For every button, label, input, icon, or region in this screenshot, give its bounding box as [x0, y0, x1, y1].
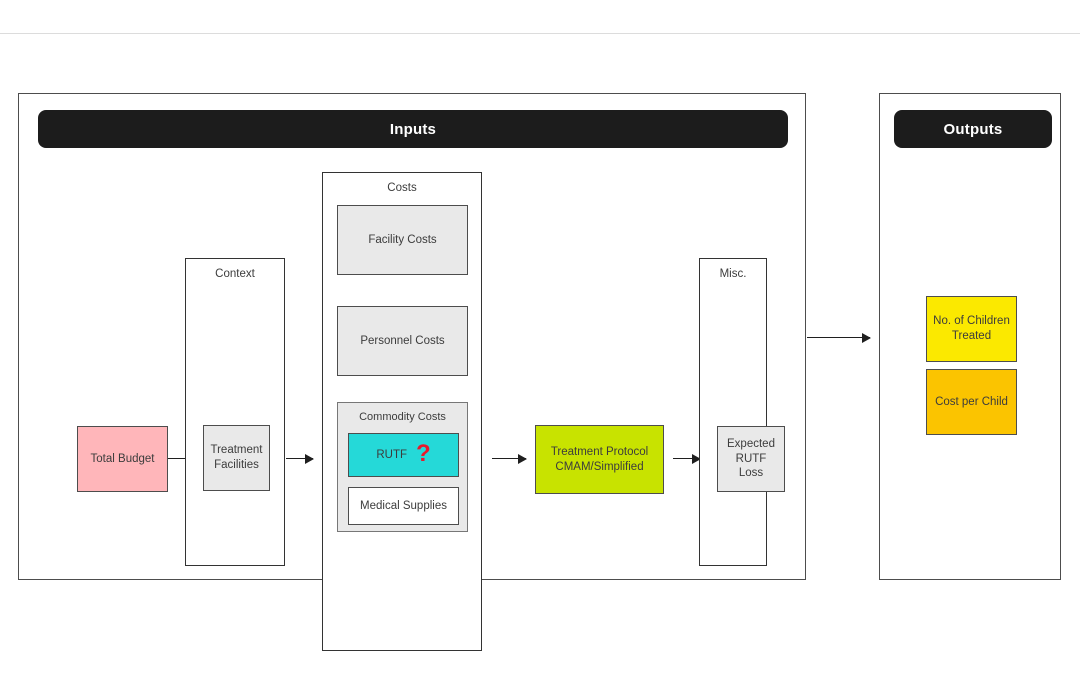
node-total-budget[interactable]: Total Budget [77, 426, 168, 492]
node-treatment-facilities[interactable]: Treatment Facilities [203, 425, 270, 491]
node-children-treated[interactable]: No. of Children Treated [926, 296, 1017, 362]
node-rutf-label: RUTF [376, 448, 407, 461]
arrow-protocol-to-misc [673, 458, 700, 460]
node-facility-costs-label: Facility Costs [368, 233, 437, 246]
node-cost-per-child[interactable]: Cost per Child [926, 369, 1017, 435]
arrow-inputs-to-outputs [807, 337, 870, 339]
node-treatment-facilities-label: Treatment Facilities [210, 444, 263, 471]
group-context-title: Context [215, 268, 255, 280]
node-personnel-costs[interactable]: Personnel Costs [337, 306, 468, 376]
node-medical-supplies[interactable]: Medical Supplies [348, 487, 459, 525]
node-treatment-protocol[interactable]: Treatment Protocol CMAM/Simplified [535, 425, 664, 494]
question-mark-icon: ? [416, 440, 431, 467]
group-context: Context Treatment Facilities [185, 258, 285, 566]
node-expected-rutf-loss[interactable]: Expected RUTF Loss [717, 426, 785, 492]
top-divider [0, 33, 1080, 34]
group-misc-title: Misc. [719, 268, 747, 280]
node-children-treated-label: No. of Children Treated [933, 315, 1010, 342]
group-misc: Misc. Expected RUTF Loss [699, 258, 785, 566]
subgroup-commodity-costs-title: Commodity Costs [359, 411, 446, 423]
node-expected-rutf-loss-label: Expected RUTF Loss [727, 437, 775, 480]
arrow-context-to-costs [286, 458, 313, 460]
node-cost-per-child-label: Cost per Child [935, 395, 1008, 408]
group-costs-title: Costs [387, 182, 417, 194]
outputs-panel: Outputs No. of Children Treated Cost per… [879, 93, 1061, 580]
node-rutf-content: RUTF ? [376, 440, 431, 467]
outputs-header-bar: Outputs [894, 110, 1052, 148]
inputs-panel: Inputs Total Budget Context Treatment Fa… [18, 93, 806, 651]
node-medical-supplies-label: Medical Supplies [360, 499, 447, 512]
group-costs: Costs Facility Costs Personnel Costs Com… [322, 172, 482, 651]
arrow-costs-to-protocol [492, 458, 526, 460]
outputs-header-label: Outputs [943, 120, 1003, 138]
inputs-header-bar: Inputs [38, 110, 788, 148]
node-rutf[interactable]: RUTF ? [348, 433, 459, 477]
subgroup-commodity-costs: Commodity Costs RUTF ? Medical Supplies [337, 402, 468, 532]
node-treatment-protocol-label: Treatment Protocol CMAM/Simplified [550, 445, 649, 473]
node-personnel-costs-label: Personnel Costs [360, 334, 445, 347]
arrow-budget-to-context [168, 458, 194, 460]
node-facility-costs[interactable]: Facility Costs [337, 205, 468, 275]
inputs-header-label: Inputs [389, 120, 437, 138]
node-total-budget-label: Total Budget [90, 452, 155, 465]
